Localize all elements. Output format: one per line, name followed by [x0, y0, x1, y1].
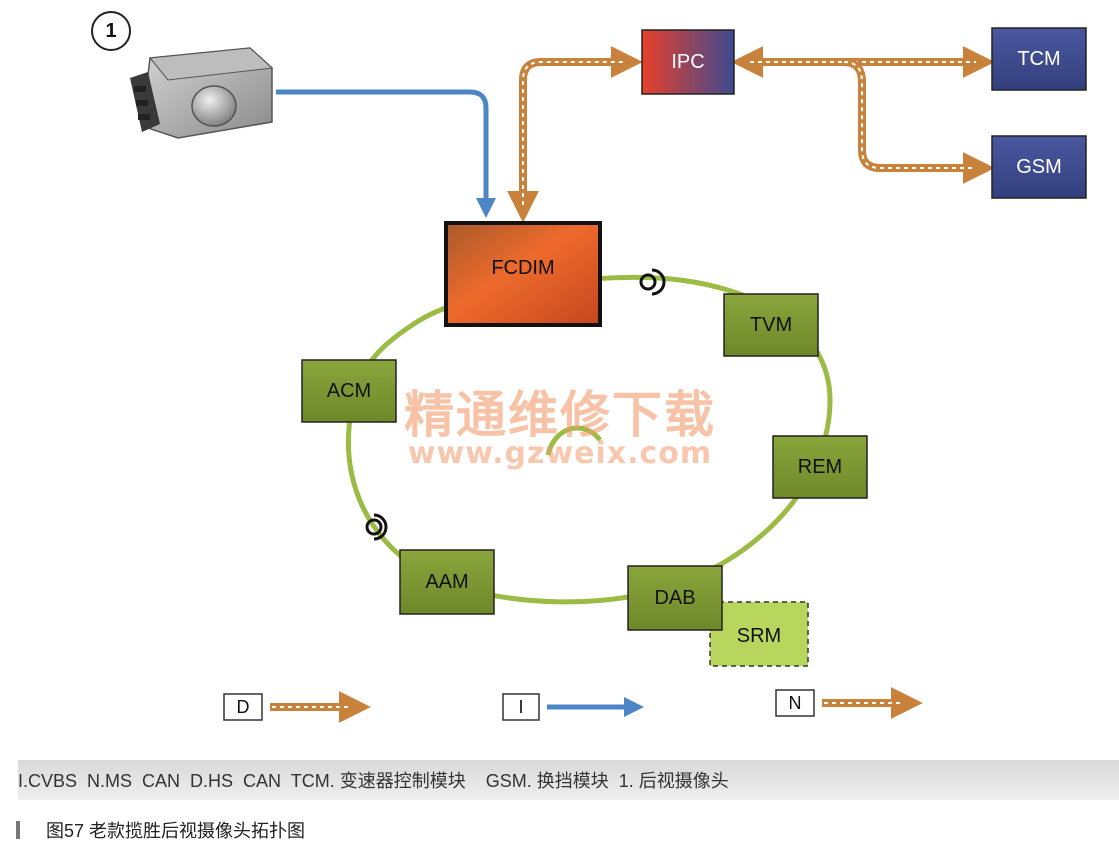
- svg-text:GSM: GSM: [1016, 156, 1062, 178]
- svg-text:www.gzweix.com: www.gzweix.com: [408, 436, 712, 471]
- callout-badge: 1: [91, 11, 131, 51]
- srm-module: SRM: [709, 601, 809, 667]
- termination-icon: [365, 513, 388, 541]
- legend-d: D: [223, 691, 371, 723]
- svg-text:AAM: AAM: [425, 571, 468, 593]
- rotation-arc: [545, 425, 602, 456]
- termination-icon: [639, 268, 666, 296]
- svg-text:1: 1: [105, 20, 116, 42]
- svg-text:N: N: [789, 693, 802, 713]
- title-marker: [16, 821, 20, 839]
- svg-text:REM: REM: [798, 456, 842, 478]
- svg-text:ACM: ACM: [327, 380, 371, 402]
- acm-module: ACM: [301, 359, 397, 423]
- legend-n: N: [775, 687, 923, 719]
- ipc-module: IPC: [641, 29, 735, 95]
- rear-camera-icon: [130, 47, 274, 139]
- svg-text:D: D: [237, 697, 250, 717]
- rem-module: REM: [772, 435, 868, 499]
- dab-module: DAB: [627, 565, 723, 631]
- tcm-module: TCM: [991, 27, 1087, 91]
- svg-text:DAB: DAB: [654, 587, 695, 609]
- ipc-gsm-link: [843, 58, 995, 184]
- caption-bar: I.CVBS N.MS CAN D.HS CAN TCM. 变速器控制模块 GS…: [18, 760, 1119, 800]
- hs-can-link: [507, 46, 643, 223]
- svg-text:I: I: [518, 697, 523, 717]
- fcdim-module: FCDIM: [444, 221, 602, 327]
- watermark: 精通维修下载 www.gzweix.com: [404, 385, 716, 471]
- figure-title: 图57 老款揽胜后视摄像头拓扑图: [16, 818, 305, 842]
- topology-diagram: 1 IPC TCM GSM FCDIM TVM ACM REM AAM: [91, 11, 1087, 723]
- svg-text:FCDIM: FCDIM: [491, 257, 554, 279]
- svg-text:精通维修下载: 精通维修下载: [404, 385, 716, 444]
- svg-text:SRM: SRM: [737, 625, 781, 647]
- cvbs-link: [276, 89, 496, 218]
- svg-text:TCM: TCM: [1017, 48, 1060, 70]
- aam-module: AAM: [399, 549, 495, 615]
- svg-text:TVM: TVM: [750, 314, 792, 336]
- figure-caption: I.CVBS N.MS CAN D.HS CAN TCM. 变速器控制模块 GS…: [18, 771, 729, 791]
- svg-text:IPC: IPC: [671, 51, 704, 73]
- tvm-module: TVM: [723, 293, 819, 357]
- gsm-module: GSM: [991, 135, 1087, 199]
- figure-title-text: 图57 老款揽胜后视摄像头拓扑图: [46, 821, 306, 841]
- legend-i: I: [502, 693, 644, 721]
